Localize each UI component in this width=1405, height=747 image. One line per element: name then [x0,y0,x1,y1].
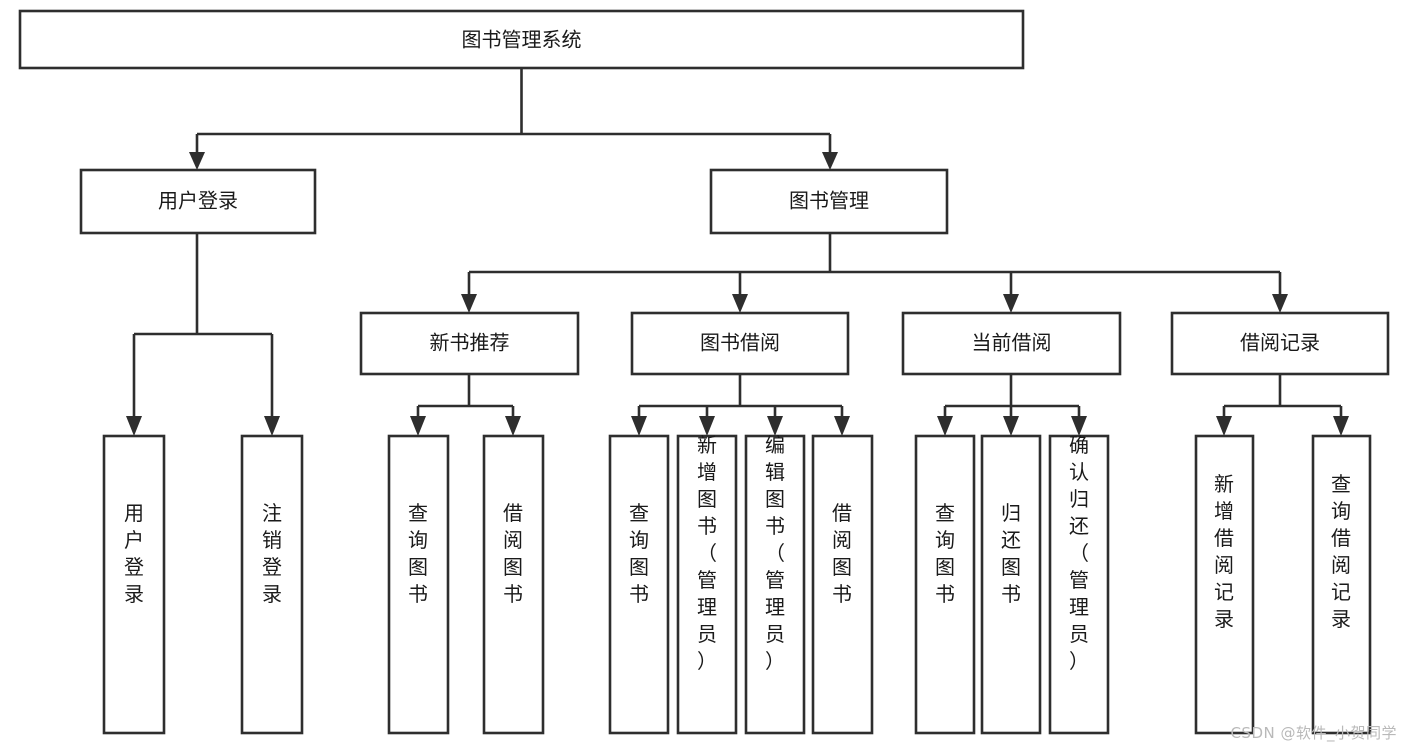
node-leaf-user-login[interactable]: 用户登录 [102,434,166,735]
node-new-book-recommend-label: 新书推荐 [430,331,510,355]
node-current-borrow-box[interactable] [901,311,1122,376]
node-leaf-edit-book[interactable]: 编辑图书（管理员） [744,433,806,735]
node-leaf-query-book-3-label: 查询图书 [935,501,955,606]
arrow-head-borrow-record [1272,294,1288,313]
arrow-head-leaf-query-book-2 [631,416,647,436]
arrow-head-leaf-borrow-book-1 [505,416,521,436]
node-leaf-logout-login-box[interactable] [240,434,304,735]
node-leaf-query-book-2-box[interactable] [608,434,670,735]
node-leaf-confirm-return-box[interactable] [1048,434,1110,735]
node-leaf-query-record-box[interactable] [1311,434,1372,735]
node-book-manage[interactable]: 图书管理 [709,168,949,235]
arrow-head-leaf-query-record [1333,416,1349,436]
node-leaf-confirm-return[interactable]: 确认归还（管理员） [1048,433,1110,735]
node-user-login[interactable]: 用户登录 [79,168,317,235]
arrow-head-leaf-add-record [1216,416,1232,436]
arrow-head-leaf-query-book-1 [410,416,426,436]
node-leaf-edit-book-label: 编辑图书（管理员） [765,433,785,673]
node-leaf-add-book[interactable]: 新增图书（管理员） [676,433,738,735]
node-leaf-query-book-3-box[interactable] [914,434,976,735]
node-book-borrow[interactable]: 图书借阅 [630,311,850,376]
csdn-watermark: CSDN @软件_小贺同学 [1230,724,1397,742]
arrow-head-leaf-confirm-return [1071,416,1087,436]
node-leaf-borrow-book-1-label: 借阅图书 [503,501,523,606]
node-leaf-return-book-label: 归还图书 [1001,501,1021,606]
arrow-head-leaf-query-book-3 [937,416,953,436]
node-book-manage-box[interactable] [709,168,949,235]
node-user-login-label: 用户登录 [158,189,238,213]
arrow-head-leaf-logout-login [264,416,280,436]
node-leaf-query-book-3[interactable]: 查询图书 [914,434,976,735]
node-leaf-query-book-2[interactable]: 查询图书 [608,434,670,735]
node-book-manage-label: 图书管理 [789,189,869,213]
node-leaf-add-record-box[interactable] [1194,434,1255,735]
node-leaf-return-book[interactable]: 归还图书 [980,434,1042,735]
node-leaf-borrow-book-2[interactable]: 借阅图书 [811,434,874,735]
node-leaf-confirm-return-label: 确认归还（管理员） [1069,433,1089,673]
node-leaf-query-book-1[interactable]: 查询图书 [387,434,450,735]
node-current-borrow[interactable]: 当前借阅 [901,311,1122,376]
node-borrow-record-box[interactable] [1170,311,1390,376]
node-leaf-user-login-label: 用户登录 [124,501,144,606]
node-leaf-borrow-book-2-box[interactable] [811,434,874,735]
node-root[interactable]: 图书管理系统 [18,9,1025,70]
arrow-head-leaf-add-book [699,416,715,436]
node-leaf-logout-login[interactable]: 注销登录 [240,434,304,735]
arrow-head-new-book-recommend [461,294,477,313]
arrow-head-leaf-borrow-book-2 [834,416,850,436]
node-new-book-recommend-box[interactable] [359,311,580,376]
node-leaf-logout-login-label: 注销登录 [262,501,282,606]
arrow-head-current-borrow [1003,294,1019,313]
arrow-head-leaf-return-book [1003,416,1019,436]
node-leaf-add-book-box[interactable] [676,434,738,735]
node-leaf-borrow-book-2-label: 借阅图书 [832,501,852,606]
node-leaf-add-book-label: 新增图书（管理员） [697,433,717,673]
node-leaf-query-record-label: 查询借阅记录 [1331,472,1351,631]
arrow-head-book-manage [822,152,838,170]
node-book-borrow-label: 图书借阅 [700,331,780,355]
leaf-node-group: 用户登录 注销登录 查询图书 借阅图书 查询图书 新增图书（管理员） [102,433,1372,735]
node-leaf-add-record-label: 新增借阅记录 [1214,472,1234,631]
node-leaf-query-book-1-label: 查询图书 [408,501,428,606]
node-leaf-query-book-1-box[interactable] [387,434,450,735]
node-leaf-query-record[interactable]: 查询借阅记录 [1311,434,1372,735]
node-root-label: 图书管理系统 [462,28,582,52]
node-book-borrow-box[interactable] [630,311,850,376]
node-borrow-record-label: 借阅记录 [1240,331,1320,355]
node-leaf-borrow-book-1[interactable]: 借阅图书 [482,434,545,735]
node-leaf-borrow-book-1-box[interactable] [482,434,545,735]
node-user-login-box[interactable] [79,168,317,235]
node-leaf-add-record[interactable]: 新增借阅记录 [1194,434,1255,735]
arrow-head-leaf-edit-book [767,416,783,436]
arrow-head-leaf-user-login [126,416,142,436]
node-leaf-edit-book-box[interactable] [744,434,806,735]
node-new-book-recommend[interactable]: 新书推荐 [359,311,580,376]
connector-layer [126,68,1349,436]
node-current-borrow-label: 当前借阅 [972,331,1052,355]
node-leaf-user-login-box[interactable] [102,434,166,735]
node-leaf-query-book-2-label: 查询图书 [629,501,649,606]
node-borrow-record[interactable]: 借阅记录 [1170,311,1390,376]
arrow-head-book-borrow [732,294,748,313]
node-leaf-return-book-box[interactable] [980,434,1042,735]
arrow-head-user-login [189,152,205,170]
node-root-box[interactable] [18,9,1025,70]
